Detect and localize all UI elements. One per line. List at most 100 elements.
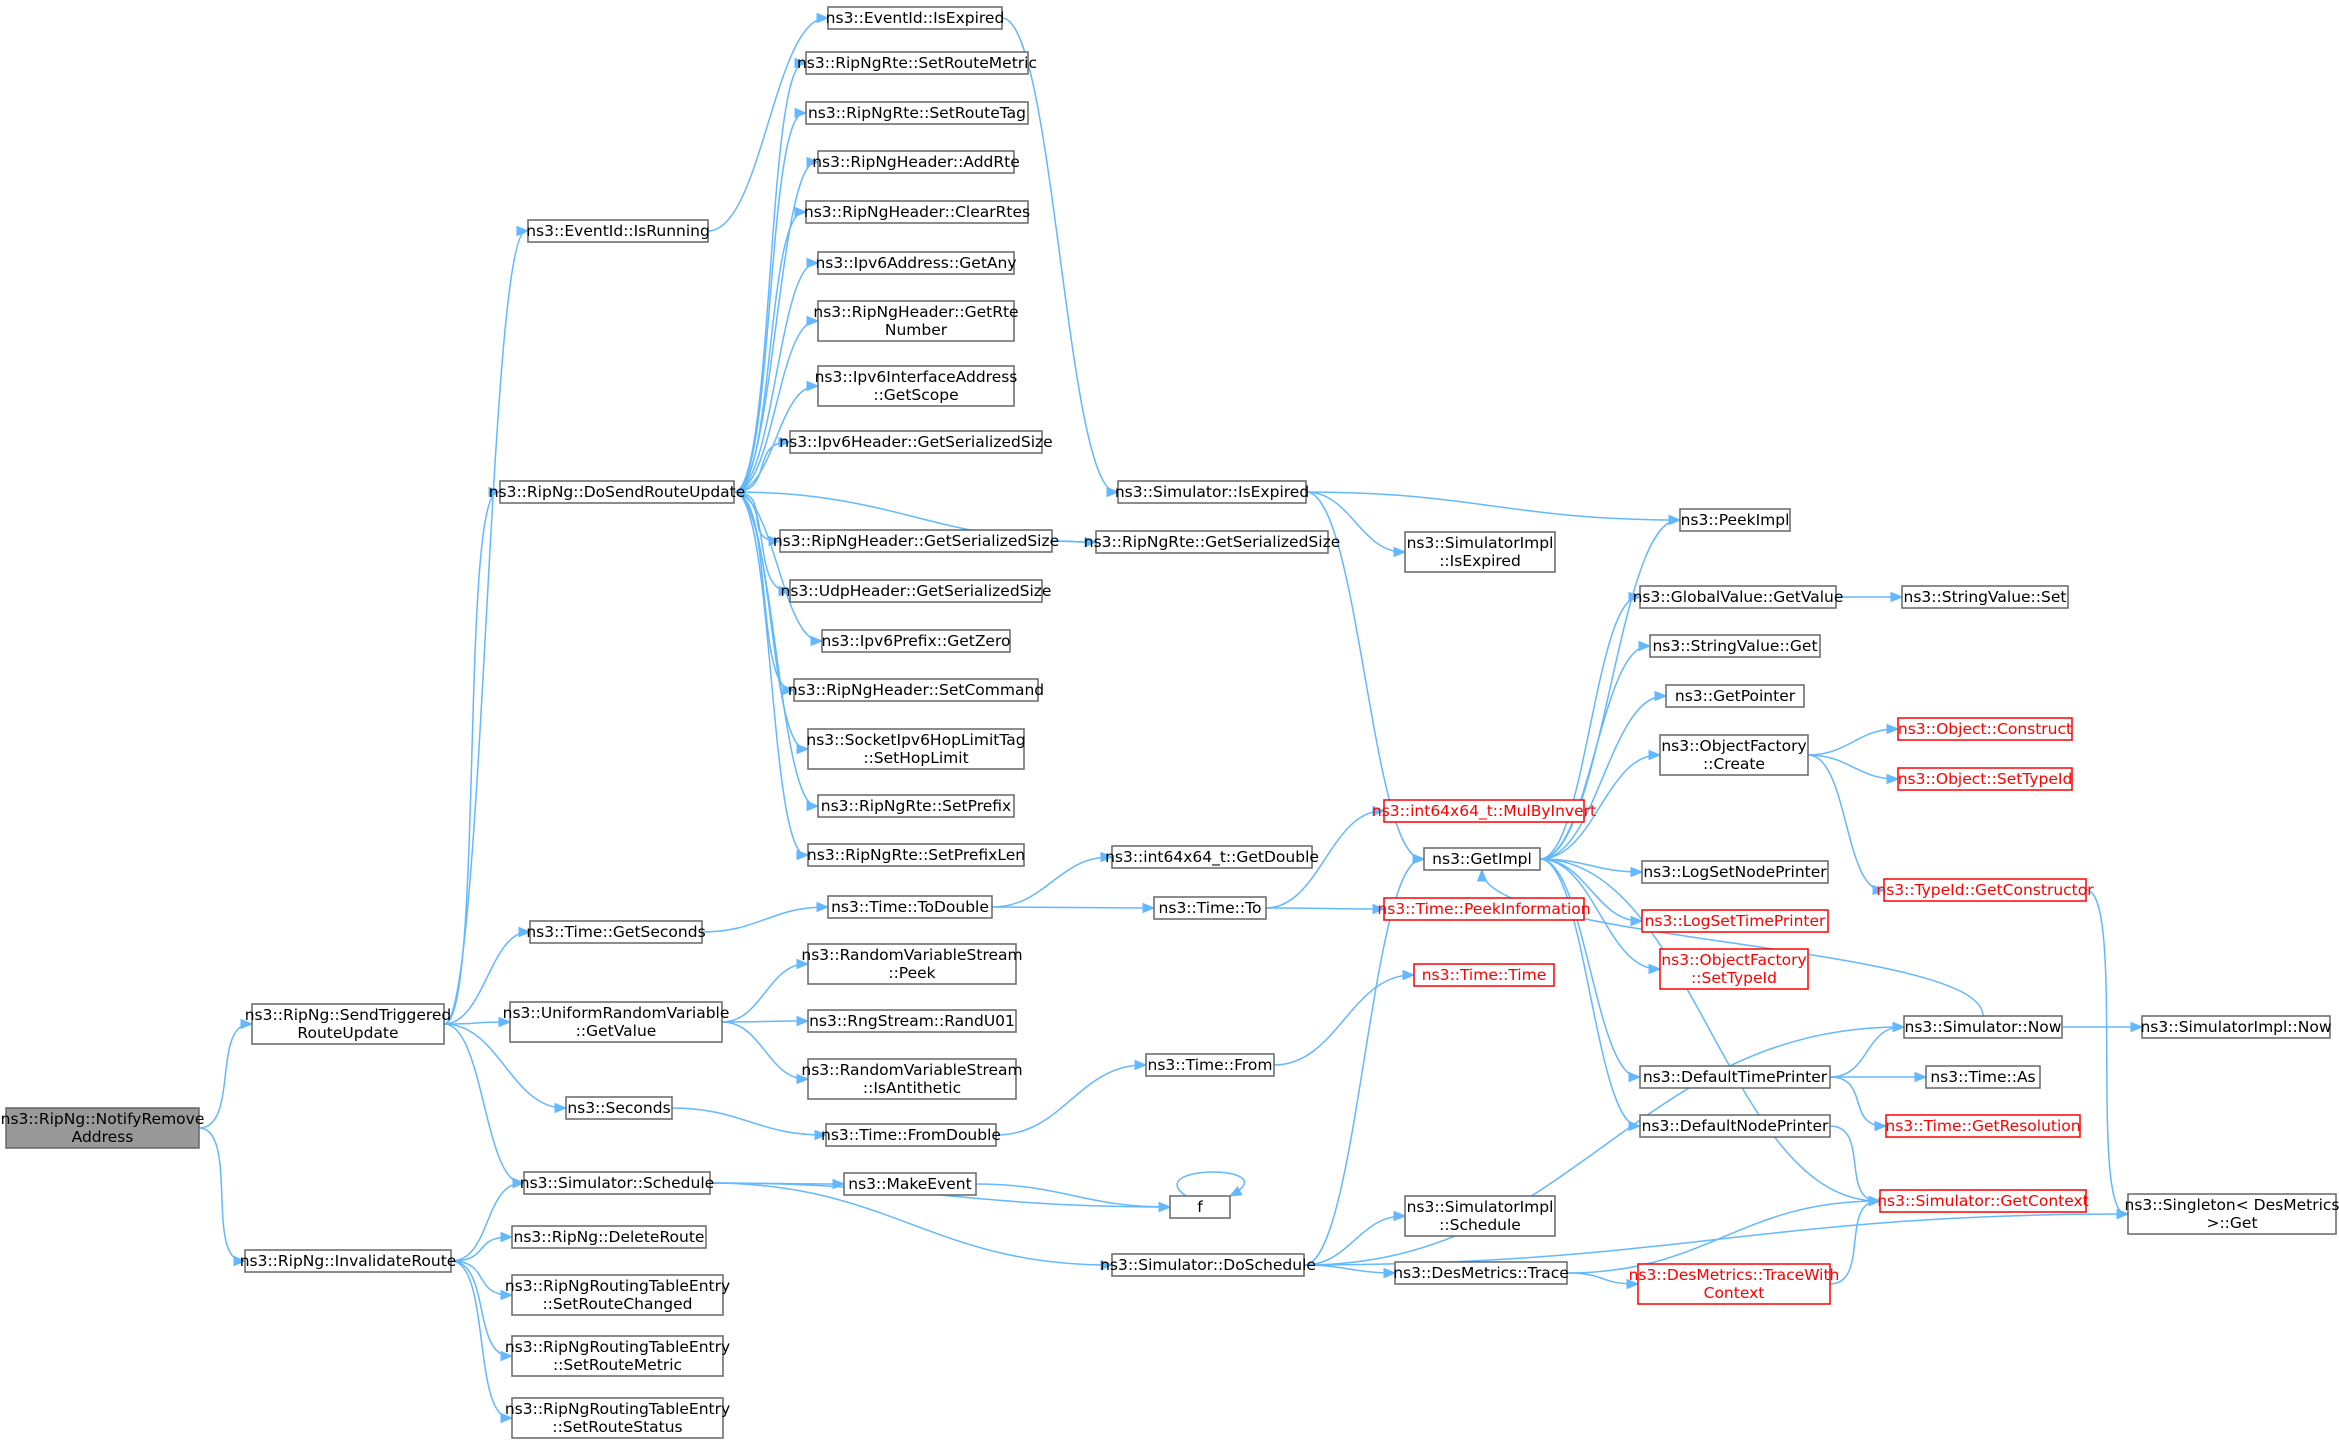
node-setCommand[interactable]: ns3::RipNgHeader::SetCommand [788,678,1044,702]
node-setPrefixLen[interactable]: ns3::RipNgRte::SetPrefixLen [807,843,1025,867]
node-doSend[interactable]: ns3::RipNg::DoSendRouteUpdate [489,480,746,504]
node-box [1665,684,1805,708]
node-toDouble[interactable]: ns3::Time::ToDouble [827,895,993,919]
node-invalidate[interactable]: ns3::RipNg::InvalidateRoute [240,1249,457,1273]
node-mulByInvert[interactable]: ns3::int64x64_t::MulByInvert [1372,799,1596,823]
node-logNode[interactable]: ns3::LogSetNodePrinter [1641,860,1829,884]
node-objSetTypeId[interactable]: ns3::Object::SetTypeId [1897,767,2073,791]
node-timeTo[interactable]: ns3::Time::To [1153,896,1267,920]
node-box [1639,1114,1831,1138]
node-timeTime[interactable]: ns3::Time::Time [1413,963,1555,987]
node-peekImpl[interactable]: ns3::PeekImpl [1679,508,1791,532]
node-uniformGet[interactable]: ns3::UniformRandomVariable::GetValue [503,1001,730,1043]
node-svSet[interactable]: ns3::StringValue::Set [1901,585,2069,609]
node-hopLimit[interactable]: ns3::SocketIpv6HopLimitTag::SetHopLimit [806,728,1026,770]
node-seconds[interactable]: ns3::Seconds [565,1096,673,1120]
node-fromDouble[interactable]: ns3::Time::FromDouble [821,1123,1001,1147]
node-timeFrom[interactable]: ns3::Time::From [1145,1053,1275,1077]
node-f[interactable]: f [1169,1195,1231,1219]
node-makeEvent[interactable]: ns3::MakeEvent [843,1172,977,1196]
edge-doSend-to-hdrAddRte-arrowhead [806,156,820,168]
edge-uniformGet-to-rvsPeek [721,963,807,1023]
node-objConstruct[interactable]: ns3::Object::Construct [1897,717,2073,741]
node-box [1383,799,1585,823]
node-hdrAddRte[interactable]: ns3::RipNgHeader::AddRte [812,150,1020,174]
edge-getImpl-to-ofSetTypeId-arrowhead [1648,963,1662,975]
node-prefixZero[interactable]: ns3::Ipv6Prefix::GetZero [821,629,1011,653]
node-deleteRoute[interactable]: ns3::RipNg::DeleteRoute [511,1225,707,1249]
node-label: ns3::Time::GetSeconds [526,923,705,941]
edge-timeFrom-to-timeTime-arrowhead [1402,969,1416,981]
node-label: ns3::RipNgRte::SetRouteTag [808,104,1026,122]
node-getImpl[interactable]: ns3::GetImpl [1423,847,1541,871]
node-box [805,101,1029,125]
node-randU01[interactable]: ns3::RngStream::RandU01 [807,1009,1017,1033]
node-rteSetMetric[interactable]: ns3::RipNgRte::SetRouteMetric [797,51,1037,75]
node-eventIsExpired[interactable]: ns3::EventId::IsExpired [826,6,1005,30]
node-timeAs[interactable]: ns3::Time::As [1925,1065,2041,1089]
node-ipv6HdrSize[interactable]: ns3::Ipv6Header::GetSerializedSize [779,430,1053,454]
node-simImplIsExpired[interactable]: ns3::SimulatorImpl::IsExpired [1404,531,1556,573]
node-isRunning[interactable]: ns3::EventId::IsRunning [526,219,710,243]
edge-doSend-to-setPrefix [733,491,817,807]
node-label: f [1197,1198,1203,1216]
node-desTrace[interactable]: ns3::DesMetrics::Trace [1393,1261,1569,1285]
node-singleton[interactable]: ns3::Singleton< DesMetrics>::Get [2125,1193,2339,1235]
edge-getCtor-to-singleton [2085,889,2127,1215]
node-ifaceScope[interactable]: ns3::Ipv6InterfaceAddress::GetScope [815,365,1018,407]
node-simImplSchedule[interactable]: ns3::SimulatorImpl::Schedule [1404,1195,1556,1237]
node-logTime[interactable]: ns3::LogSetTimePrinter [1641,909,1829,933]
node-peekInfo[interactable]: ns3::Time::PeekInformation [1377,897,1591,921]
node-setRouteStatus[interactable]: ns3::RipNgRoutingTableEntry::SetRouteSta… [505,1397,730,1439]
node-rteSetTag[interactable]: ns3::RipNgRte::SetRouteTag [805,101,1029,125]
edge-ofCreate-to-objConstruct-arrowhead [1886,723,1900,735]
node-setRouteMetricRT[interactable]: ns3::RipNgRoutingTableEntry::SetRouteMet… [505,1335,730,1377]
node-schedule[interactable]: ns3::Simulator::Schedule [520,1171,714,1195]
node-getDouble[interactable]: ns3::int64x64_t::GetDouble [1105,845,1319,869]
node-doSchedule[interactable]: ns3::Simulator::DoSchedule [1100,1253,1316,1277]
node-box [1383,897,1585,921]
node-setPrefix[interactable]: ns3::RipNgRte::SetPrefix [817,794,1015,818]
node-ofCreate[interactable]: ns3::ObjectFactory::Create [1659,734,1809,776]
node-label: ns3::Simulator::Now [1905,1018,2062,1036]
call-nodes: ns3::RipNg::NotifyRemoveAddressns3::RipN… [1,6,2339,1439]
node-isAnti[interactable]: ns3::RandomVariableStream::IsAntithetic [801,1058,1023,1100]
node-simIsExpired[interactable]: ns3::Simulator::IsExpired [1115,480,1309,504]
node-setRouteChanged[interactable]: ns3::RipNgRoutingTableEntry::SetRouteCha… [505,1274,730,1316]
edge-getImpl-to-getCtx [1539,858,1879,1202]
node-getCtx[interactable]: ns3::Simulator::GetContext [1877,1189,2089,1213]
node-ipv6Any[interactable]: ns3::Ipv6Address::GetAny [815,251,1017,275]
node-udpHdrSize[interactable]: ns3::UdpHeader::GetSerializedSize [781,579,1052,603]
node-getPointer[interactable]: ns3::GetPointer [1665,684,1805,708]
node-getSeconds[interactable]: ns3::Time::GetSeconds [526,920,706,944]
node-simNow[interactable]: ns3::Simulator::Now [1903,1015,2063,1039]
node-box [1637,1263,1831,1305]
edge-doSend-to-ifaceScope-arrowhead [806,380,820,392]
node-label: ::IsExpired [1439,552,1521,570]
node-ripHdrSize[interactable]: ns3::RipNgHeader::GetSerializedSize [773,529,1059,553]
node-simImplNow[interactable]: ns3::SimulatorImpl::Now [2140,1015,2332,1039]
node-box [1413,963,1555,987]
edge-getImpl-to-getPointer [1539,695,1665,860]
node-rteSize[interactable]: ns3::RipNgRte::GetSerializedSize [1084,530,1341,554]
edge-toDouble-to-timeTo [991,906,1153,909]
node-svGet[interactable]: ns3::StringValue::Get [1649,634,1821,658]
node-defTimePrinter[interactable]: ns3::DefaultTimePrinter [1639,1065,1831,1089]
node-hdrClear[interactable]: ns3::RipNgHeader::ClearRtes [804,200,1030,224]
node-getCtor[interactable]: ns3::TypeId::GetConstructor [1876,878,2094,902]
node-label: ns3::UdpHeader::GetSerializedSize [781,582,1052,600]
node-label: ns3::Simulator::GetContext [1877,1192,2089,1210]
node-getRes[interactable]: ns3::Time::GetResolution [1885,1114,2081,1138]
node-defNodePrinter[interactable]: ns3::DefaultNodePrinter [1639,1114,1831,1138]
node-box [251,1003,445,1045]
node-rvsPeek[interactable]: ns3::RandomVariableStream::Peek [801,943,1023,985]
edge-simIsExpired-to-simImplIsExpired-arrowhead [1393,546,1407,558]
node-gvGetValue[interactable]: ns3::GlobalValue::GetValue [1633,585,1844,609]
node-ofSetTypeId[interactable]: ns3::ObjectFactory::SetTypeId [1659,948,1809,990]
node-label: ns3::Simulator::Schedule [520,1174,714,1192]
edge-getImpl-to-defTimePrinter-arrowhead [1628,1071,1642,1083]
